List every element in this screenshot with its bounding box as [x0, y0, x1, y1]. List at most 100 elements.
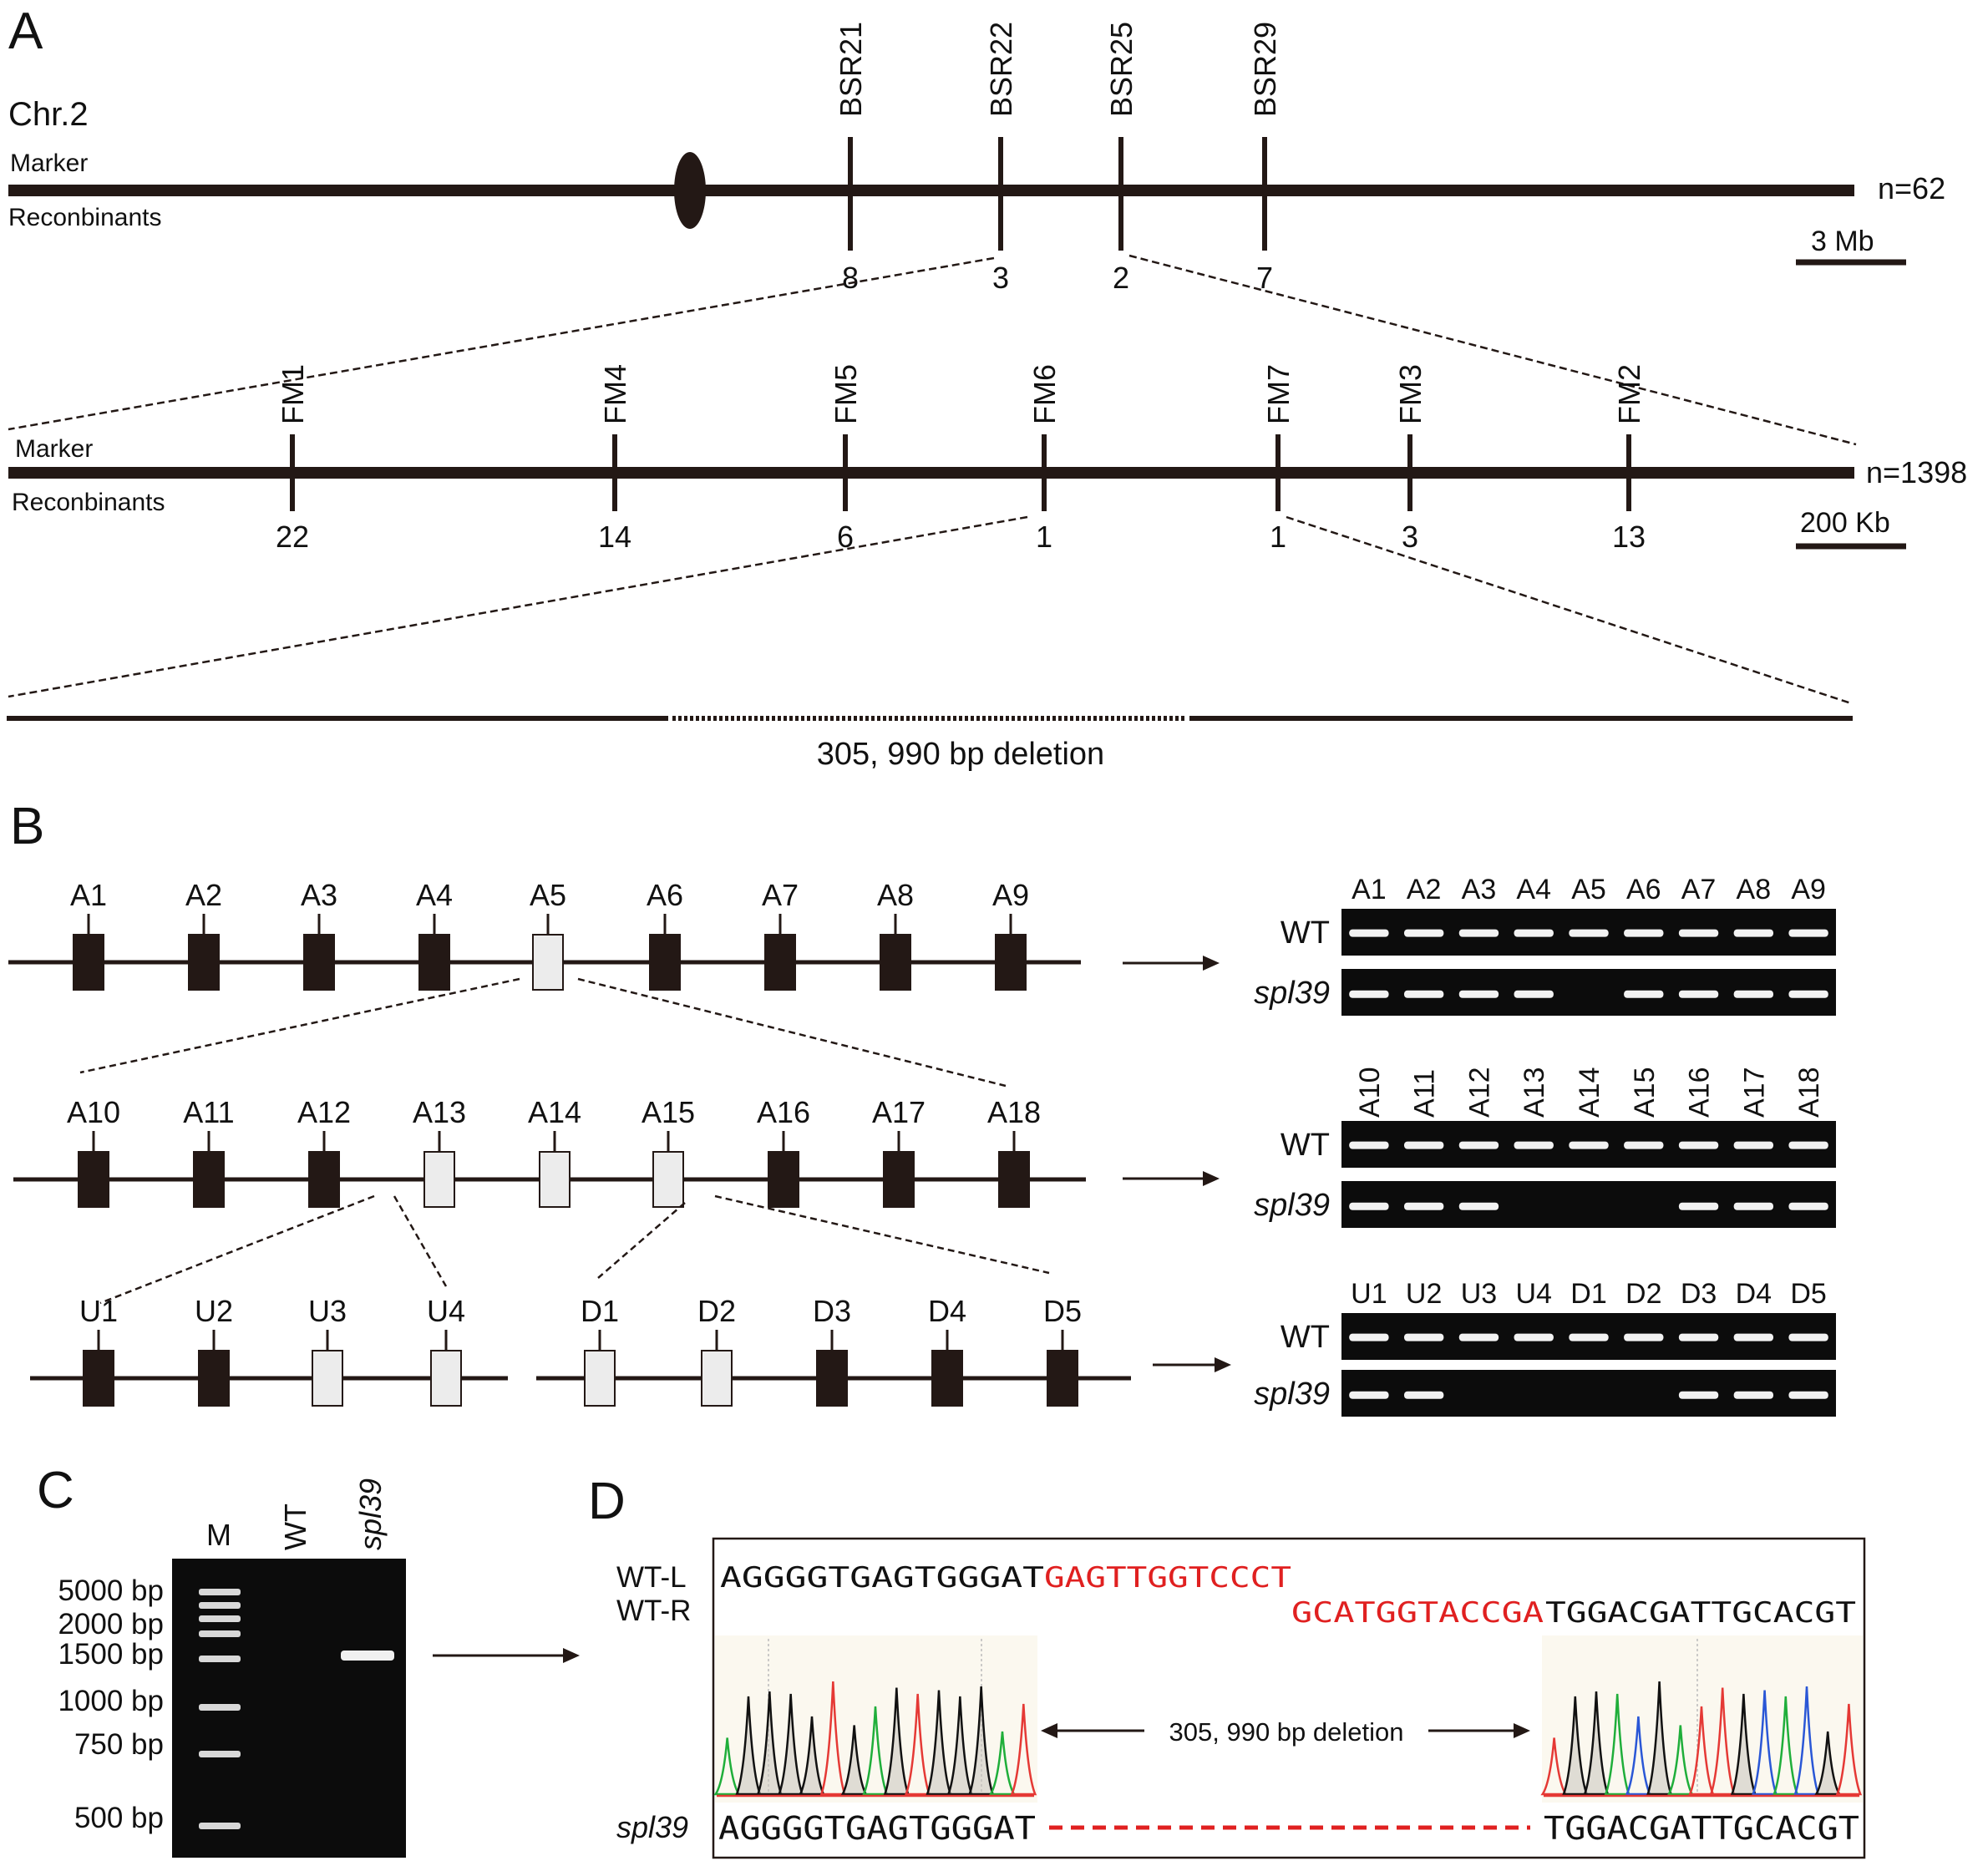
centromere — [674, 152, 706, 229]
b-zoom-d-left — [597, 1202, 686, 1279]
b-zoom-d-right — [714, 1194, 1050, 1275]
ladder-band-6 — [199, 1751, 241, 1757]
arrow-c-to-d-head — [563, 1648, 580, 1663]
gel1-mutant-band-a3 — [1458, 990, 1499, 998]
b2-label-a18: A18 — [987, 1095, 1041, 1129]
row2-marker-fm6: FM6 — [1027, 364, 1062, 424]
marker-label-row1: Marker — [10, 150, 88, 177]
chromo-right-peak-5 — [1646, 1681, 1673, 1796]
gel3-lane-u3: U3 — [1461, 1278, 1497, 1310]
gel1-wt-band-a4 — [1514, 929, 1554, 937]
b2-fragment-a16 — [768, 1151, 799, 1208]
gel1-mutant-band-a9 — [1788, 990, 1828, 998]
chromo-right-peak-11 — [1772, 1696, 1799, 1796]
gel2-mutant-band-a12 — [1458, 1202, 1499, 1210]
wt-r-label: WT-R — [616, 1595, 691, 1627]
chromo-right-peak-1 — [1562, 1696, 1589, 1796]
gel1-wt-band-a9 — [1788, 929, 1828, 937]
chromo-right-peak-9 — [1730, 1693, 1757, 1796]
b-zoom-u-left — [99, 1194, 375, 1305]
d-deletion-label: 305, 990 bp deletion — [1169, 1717, 1404, 1747]
ladder-band-5 — [199, 1704, 241, 1711]
chromo-left-peak-6 — [840, 1725, 868, 1796]
gel3-lane-u4: U4 — [1515, 1278, 1551, 1310]
b1-fragment-a8 — [880, 934, 911, 991]
b3-label-d4: D4 — [928, 1294, 966, 1328]
row1-count-bsr29: 7 — [1256, 261, 1273, 295]
ladder-label-1: 2000 bp — [58, 1608, 164, 1640]
row2-count-fm3: 3 — [1402, 520, 1418, 554]
ladder-band-0 — [199, 1589, 241, 1595]
b1-label-a6: A6 — [647, 878, 683, 912]
b3-label-u1: U1 — [79, 1294, 118, 1328]
b3-label-d3: D3 — [813, 1294, 851, 1328]
d-arrow-right-head — [1514, 1723, 1530, 1738]
ladder-band-7 — [199, 1823, 241, 1829]
b2-label-a10: A10 — [67, 1095, 120, 1129]
b3-fragment-u4 — [430, 1350, 462, 1407]
chromatogram-right — [1540, 1681, 1863, 1798]
chromo-right-peak-14 — [1835, 1703, 1863, 1796]
b2-label-a13: A13 — [413, 1095, 466, 1129]
arrow-gel1-head — [1203, 956, 1220, 971]
gel-c-bands — [199, 1589, 394, 1829]
wt-r-seq-black: TGGACGATTGCACGT — [1545, 1596, 1856, 1630]
gel1-mutant-band-a1 — [1349, 990, 1389, 998]
lane-label-marker: M — [206, 1518, 231, 1552]
b1-fragment-a9 — [995, 934, 1027, 991]
gel1-lane-a4: A4 — [1516, 874, 1551, 905]
gel3-lane-d3: D3 — [1681, 1278, 1717, 1310]
gel2-mutant-band-a10 — [1349, 1202, 1389, 1210]
b3-fragment-u1 — [83, 1350, 114, 1407]
row2-marker-fm7: FM7 — [1261, 364, 1296, 424]
panel-d: D WT-L WT-R AGGGGTGAGTGGGAT GAGTTGGTCCCT… — [588, 1473, 1866, 1859]
chromo-left-peak-11 — [946, 1696, 974, 1796]
gel3-lane-u2: U2 — [1406, 1278, 1442, 1310]
lane-label-wt: WT — [278, 1504, 312, 1550]
d-arrow-left-head — [1041, 1723, 1057, 1738]
gel2-lane-a12: A12 — [1463, 1067, 1495, 1118]
lane-label-spl39: spl39 — [353, 1478, 388, 1550]
gel3-wt-band-u2 — [1403, 1333, 1444, 1341]
row1-marker-bsr22: BSR22 — [984, 22, 1018, 117]
ladder-label-2: 1500 bp — [58, 1638, 164, 1671]
b1-label-a3: A3 — [301, 878, 337, 912]
gel3-wt-band-u3 — [1458, 1333, 1499, 1341]
gel2-wt-band-a18 — [1788, 1141, 1828, 1149]
gel3-wt-band-u1 — [1349, 1333, 1389, 1341]
b-zoom-left-1 — [79, 977, 520, 1074]
gel3-lane-d2: D2 — [1625, 1278, 1661, 1310]
b-zoom-u-right — [393, 1195, 448, 1287]
panel-a: A Chr.2 Marker Reconbinants BSR218BSR223… — [7, 3, 1967, 772]
scale-label-row1: 3 Mb — [1811, 226, 1874, 257]
gel3-wt-band-d1 — [1569, 1333, 1609, 1341]
gel2-wt-band-a17 — [1733, 1141, 1774, 1149]
wt-l-seq-red: GAGTTGGTCCCT — [1044, 1561, 1291, 1595]
gel3-wt-band-u4 — [1514, 1333, 1554, 1341]
chromo-right-peak-3 — [1604, 1693, 1630, 1796]
mutant-label-d: spl39 — [616, 1810, 688, 1844]
gel3-wt-band-d2 — [1624, 1333, 1664, 1341]
chromo-right-peak-8 — [1709, 1687, 1736, 1796]
wt-l-label: WT-L — [616, 1561, 687, 1594]
gel1-wt-band-a7 — [1678, 929, 1719, 937]
b3-label-d2: D2 — [697, 1294, 736, 1328]
gel2-lane-a10: A10 — [1354, 1067, 1386, 1118]
wt-r-seq-red: GCATGGTACCGA — [1291, 1596, 1544, 1630]
chromo-right-peak-7 — [1688, 1706, 1715, 1796]
gel2-wt-band-a16 — [1678, 1141, 1719, 1149]
row1-marker-bsr25: BSR25 — [1104, 22, 1139, 117]
row2-count-fm4: 14 — [598, 520, 631, 554]
gel3-lane-u1: U1 — [1351, 1278, 1387, 1310]
ladder-label-4: 750 bp — [74, 1728, 164, 1761]
chromosome-label: Chr.2 — [8, 96, 89, 133]
gel2-mutant-band-a17 — [1733, 1202, 1774, 1210]
gel1-mutant-band-a7 — [1678, 990, 1719, 998]
gel2-mutant-label: spl39 — [1254, 1188, 1330, 1223]
gel1-lane-a8: A8 — [1737, 874, 1772, 905]
